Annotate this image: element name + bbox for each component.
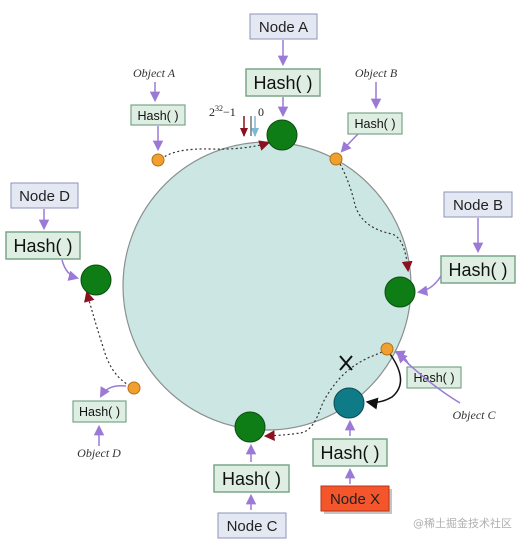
object-d-dot bbox=[127, 381, 141, 395]
object-b-hash-box bbox=[347, 112, 403, 135]
object-b-hash-label: Hash( ) bbox=[355, 117, 396, 131]
object-b-dot bbox=[329, 152, 343, 166]
node-a-label: Node A bbox=[259, 19, 308, 36]
node-b-box bbox=[443, 191, 513, 218]
node-b-hash-box bbox=[440, 255, 516, 284]
node-c-dot bbox=[234, 411, 266, 443]
object-c-hash-label: Hash( ) bbox=[414, 371, 455, 385]
ring-zero-label: 0 bbox=[258, 105, 264, 119]
node-a-box bbox=[249, 13, 318, 40]
node-x-hash-box bbox=[312, 438, 388, 467]
node-c-hash-label: Hash( ) bbox=[222, 469, 281, 489]
path-object-c-to-node-x bbox=[263, 349, 387, 442]
node-b-dot bbox=[384, 276, 416, 308]
object-c-label: Object C bbox=[453, 408, 497, 422]
node-a-hash-box bbox=[245, 68, 321, 97]
node-d-hash-box bbox=[5, 231, 81, 260]
node-x-hash-label: Hash( ) bbox=[320, 443, 379, 463]
node-d-box bbox=[10, 182, 79, 209]
object-d-label: Object D bbox=[77, 446, 121, 460]
node-a-dot bbox=[266, 119, 298, 151]
object-a-label: Object A bbox=[133, 66, 176, 80]
object-d-hash-label: Hash( ) bbox=[79, 405, 120, 419]
node-c-label: Node C bbox=[227, 518, 278, 535]
node-a-hash-label: Hash( ) bbox=[253, 73, 312, 93]
object-c-dot bbox=[380, 342, 394, 356]
object-a-dot bbox=[151, 153, 165, 167]
ring-origin-markers bbox=[240, 116, 259, 137]
node-d-hash-label: Hash( ) bbox=[13, 236, 72, 256]
object-d-hash-box bbox=[72, 400, 127, 423]
ring-max-label: 232−1 bbox=[209, 104, 236, 119]
path-object-d-to-node-d bbox=[84, 290, 135, 389]
node-d-label: Node D bbox=[19, 188, 70, 205]
node-x-dot bbox=[333, 387, 365, 419]
node-c-hash-box bbox=[213, 464, 290, 493]
cross-mark bbox=[339, 355, 353, 371]
node-b-hash-label: Hash( ) bbox=[448, 260, 507, 280]
path-object-a-to-node-a bbox=[160, 140, 271, 160]
object-c-hash-box bbox=[406, 366, 462, 389]
node-x-label: Node X bbox=[330, 491, 380, 508]
object-b-label: Object B bbox=[355, 66, 398, 80]
node-b-label: Node B bbox=[453, 197, 503, 214]
node-x-box bbox=[320, 485, 390, 512]
node-c-box bbox=[217, 512, 287, 539]
watermark: @稀土掘金技术社区 bbox=[413, 516, 512, 530]
path-object-b-to-node-b bbox=[337, 159, 413, 273]
object-a-hash-label: Hash( ) bbox=[138, 109, 179, 123]
remap-arrow-object-c-to-node-x bbox=[365, 353, 402, 410]
node-d-dot bbox=[80, 264, 112, 296]
object-a-hash-box bbox=[130, 104, 186, 126]
hash-ring bbox=[122, 141, 412, 431]
